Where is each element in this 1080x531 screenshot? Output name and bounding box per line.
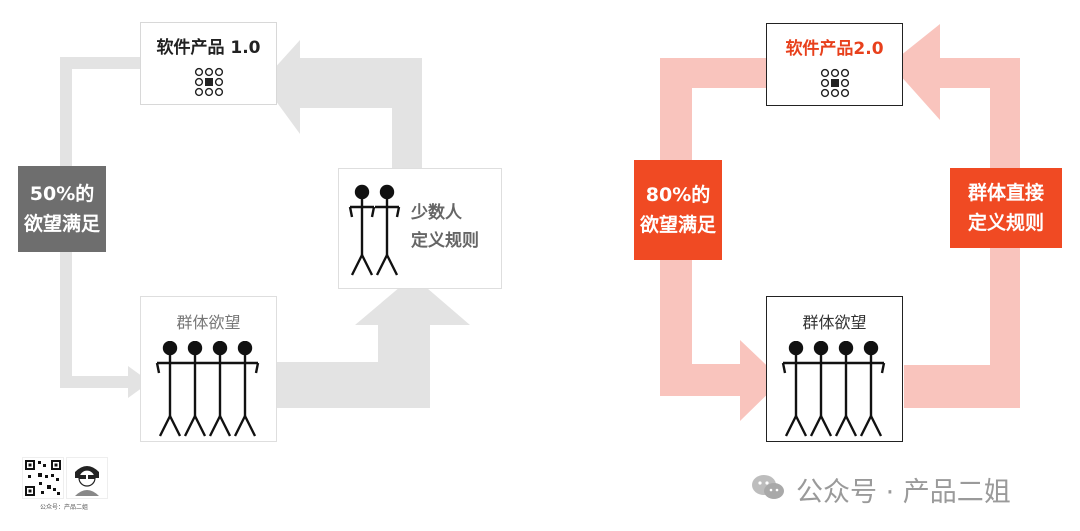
- right-product-box: 软件产品2.0: [766, 23, 903, 106]
- group-figures-icon: [155, 341, 260, 437]
- wechat-icon: [752, 475, 784, 499]
- grid-icon: [194, 67, 224, 97]
- right-desire-box: 群体欲望: [766, 296, 903, 442]
- left-rules-box: 少数人 定义规则: [338, 168, 502, 289]
- avatar-image: [66, 457, 108, 499]
- right-satisfaction-line2: 欲望满足: [639, 214, 716, 236]
- avatar-icon: [75, 466, 99, 496]
- qr-code-icon: [25, 460, 61, 496]
- right-rules-label: 群体直接 定义规则: [950, 168, 1062, 248]
- left-product-title: 软件产品 1.0: [156, 38, 261, 58]
- right-product-title: 软件产品2.0: [785, 39, 884, 59]
- qr-code-image: [22, 457, 64, 499]
- grid-icon: [820, 68, 850, 98]
- qr-caption: 公众号：产品二姐: [40, 504, 89, 511]
- left-rules-text: 少数人 定义规则: [411, 199, 479, 255]
- watermark-text: 公众号 · 产品二姐: [796, 477, 1011, 508]
- stick-figures-icon: [348, 184, 401, 276]
- left-satisfaction-line2: 欲望满足: [23, 213, 100, 235]
- group-figures-icon: [781, 341, 886, 437]
- right-satisfaction-label: 80%的 欲望满足: [634, 160, 722, 260]
- left-rules-line2: 定义规则: [411, 231, 479, 251]
- left-satisfaction-line1: 50%的: [29, 183, 95, 205]
- left-desire-title: 群体欲望: [176, 313, 241, 332]
- left-satisfaction-label: 50%的 欲望满足: [18, 166, 106, 252]
- right-rules-line1: 群体直接: [967, 182, 1044, 204]
- right-down-loop-arrow: [660, 58, 782, 421]
- left-up-fat-arrow: [276, 276, 470, 408]
- left-top-fat-arrow: [262, 40, 422, 168]
- right-rules-line2: 定义规则: [967, 212, 1044, 234]
- left-desire-box: 群体欲望: [140, 296, 277, 442]
- left-product-box: 软件产品 1.0: [140, 22, 277, 105]
- left-down-loop-arrowhead: [128, 366, 150, 398]
- left-rules-line1: 少数人: [411, 203, 462, 223]
- right-desire-title: 群体欲望: [802, 313, 867, 332]
- right-satisfaction-line1: 80%的: [645, 184, 711, 206]
